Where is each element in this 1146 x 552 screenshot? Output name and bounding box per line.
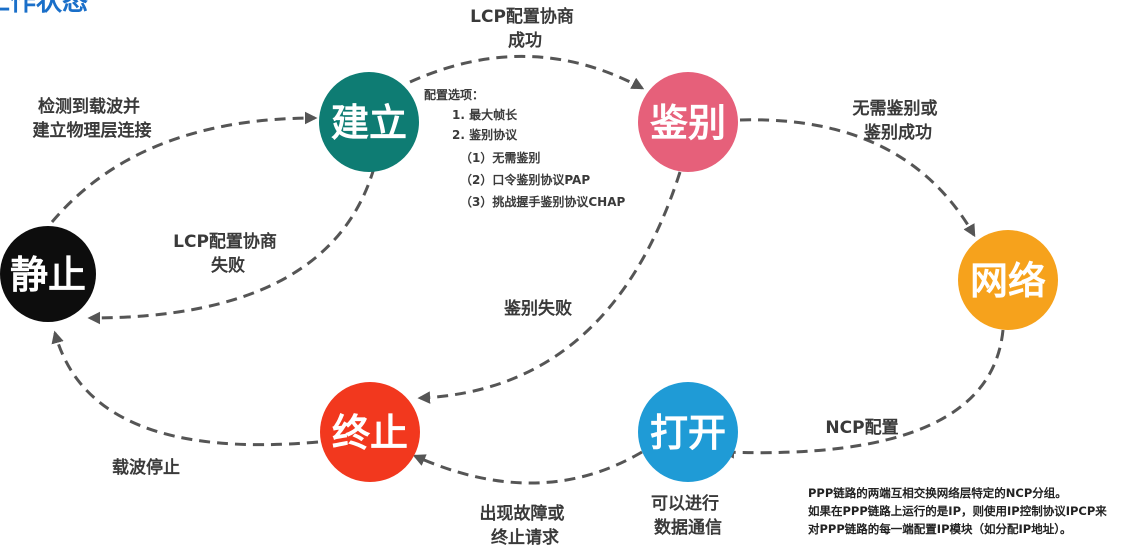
- config-option-subitem: （3）挑战握手鉴别协议CHAP: [460, 194, 625, 209]
- label-establish-to-static: LCP配置协商 失败: [173, 231, 283, 276]
- node-authenticate: 鉴别: [638, 72, 738, 172]
- label-open-to-terminate: 出现故障或 终止请求: [480, 503, 571, 548]
- ncp-note-line: PPP链路的两端互相交换网络层特定的NCP分组。: [808, 486, 1067, 500]
- config-options: 配置选项： 1. 最大帧长 2. 鉴别协议 （1）无需鉴别 （2）口令鉴别协议P…: [424, 87, 625, 209]
- config-option-item: 1. 最大帧长: [452, 107, 518, 122]
- arrow-authenticate-to-network: [739, 118, 976, 238]
- node-network: 网络: [958, 230, 1058, 330]
- ncp-note-line: 如果在PPP链路上运行的是IP，则使用IP控制协议IPCP来: [808, 504, 1107, 518]
- label-open-state: 可以进行 数据通信: [651, 493, 725, 538]
- label-network-to-open: NCP配置: [825, 418, 898, 438]
- node-static-label: 静止: [10, 253, 86, 297]
- config-options-heading: 配置选项：: [424, 87, 484, 102]
- title-fragment: 工作状态: [0, 0, 88, 17]
- label-establish-to-authenticate: LCP配置协商 成功: [470, 6, 580, 51]
- config-option-subitem: （2）口令鉴别协议PAP: [460, 172, 590, 187]
- arrow-static-to-establish: [50, 111, 318, 223]
- config-option-subitem: （1）无需鉴别: [460, 150, 540, 165]
- node-open: 打开: [638, 382, 738, 482]
- node-terminate-label: 终止: [332, 411, 408, 455]
- arrow-establish-to-static: [87, 167, 376, 325]
- node-establish: 建立: [319, 72, 419, 172]
- node-static: 静止: [0, 226, 96, 322]
- node-authenticate-label: 鉴别: [650, 101, 726, 145]
- arrow-terminate-to-static: [51, 330, 319, 447]
- arrow-authenticate-to-terminate: [417, 171, 682, 404]
- arrow-network-to-open: [721, 329, 1005, 459]
- label-authenticate-to-network: 无需鉴别或 鉴别成功: [852, 98, 944, 143]
- arrow-establish-to-authenticate: [409, 55, 645, 90]
- label-terminate-to-static: 载波停止: [112, 457, 180, 478]
- node-network-label: 网络: [970, 259, 1046, 303]
- arrow-open-to-terminate: [412, 450, 643, 485]
- label-static-to-establish: 检测到载波并 建立物理层连接: [33, 96, 152, 141]
- config-option-item: 2. 鉴别协议: [452, 127, 518, 142]
- ncp-note: PPP链路的两端互相交换网络层特定的NCP分组。 如果在PPP链路上运行的是IP…: [808, 486, 1107, 536]
- node-terminate: 终止: [320, 382, 420, 482]
- label-authenticate-to-terminate: 鉴别失败: [503, 298, 572, 319]
- ncp-note-line: 对PPP链路的每一端配置IP模块（如分配IP地址）。: [808, 522, 1071, 536]
- node-establish-label: 建立: [331, 101, 407, 145]
- node-open-label: 打开: [650, 411, 726, 455]
